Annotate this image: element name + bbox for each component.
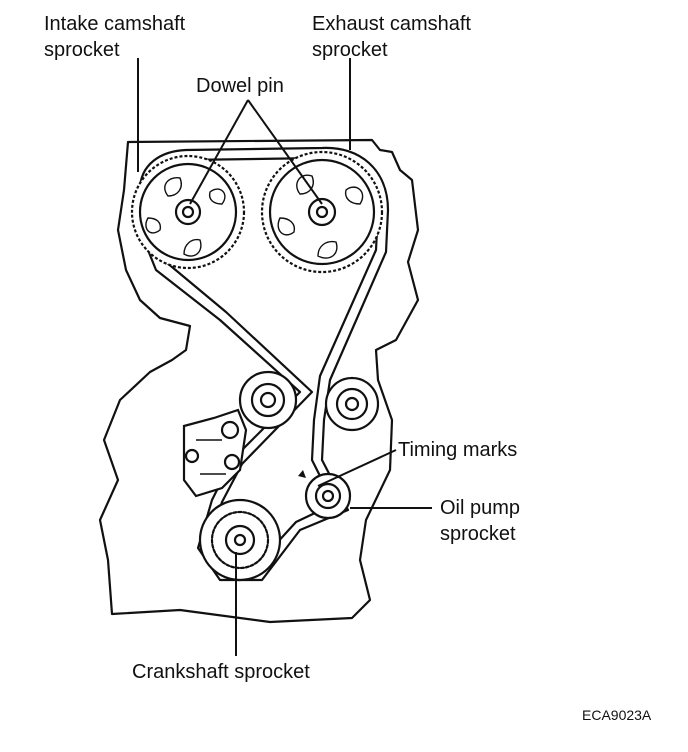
engine-block-outline (98, 138, 420, 624)
figure-code: ECA9023A (582, 707, 652, 723)
crankshaft-sprocket (198, 498, 282, 582)
exhaust-camshaft-sprocket (260, 150, 384, 274)
timing-marks-label: Timing marks (398, 439, 517, 461)
intake-camshaft-label-line1: Intake camshaft (44, 13, 186, 35)
exhaust-camshaft-label-line1: Exhaust camshaft (312, 13, 471, 35)
exhaust-camshaft-label-line2: sprocket (312, 39, 388, 61)
intake-camshaft-label-line2: sprocket (44, 39, 120, 61)
intake-camshaft-sprocket (130, 154, 246, 270)
crankshaft-sprocket-label: Crankshaft sprocket (132, 661, 310, 683)
timing-mark-triangle (298, 470, 306, 478)
idler-pulley-right (324, 376, 380, 432)
dowel-pin-label: Dowel pin (196, 75, 284, 97)
oil-pump-sprocket (304, 472, 352, 520)
leader-lines (137, 58, 432, 656)
idler-pulley-left (238, 370, 298, 430)
oil-pump-label-line2: sprocket (440, 523, 516, 545)
belt-tensioner (182, 408, 248, 498)
oil-pump-label-line1: Oil pump (440, 497, 520, 519)
